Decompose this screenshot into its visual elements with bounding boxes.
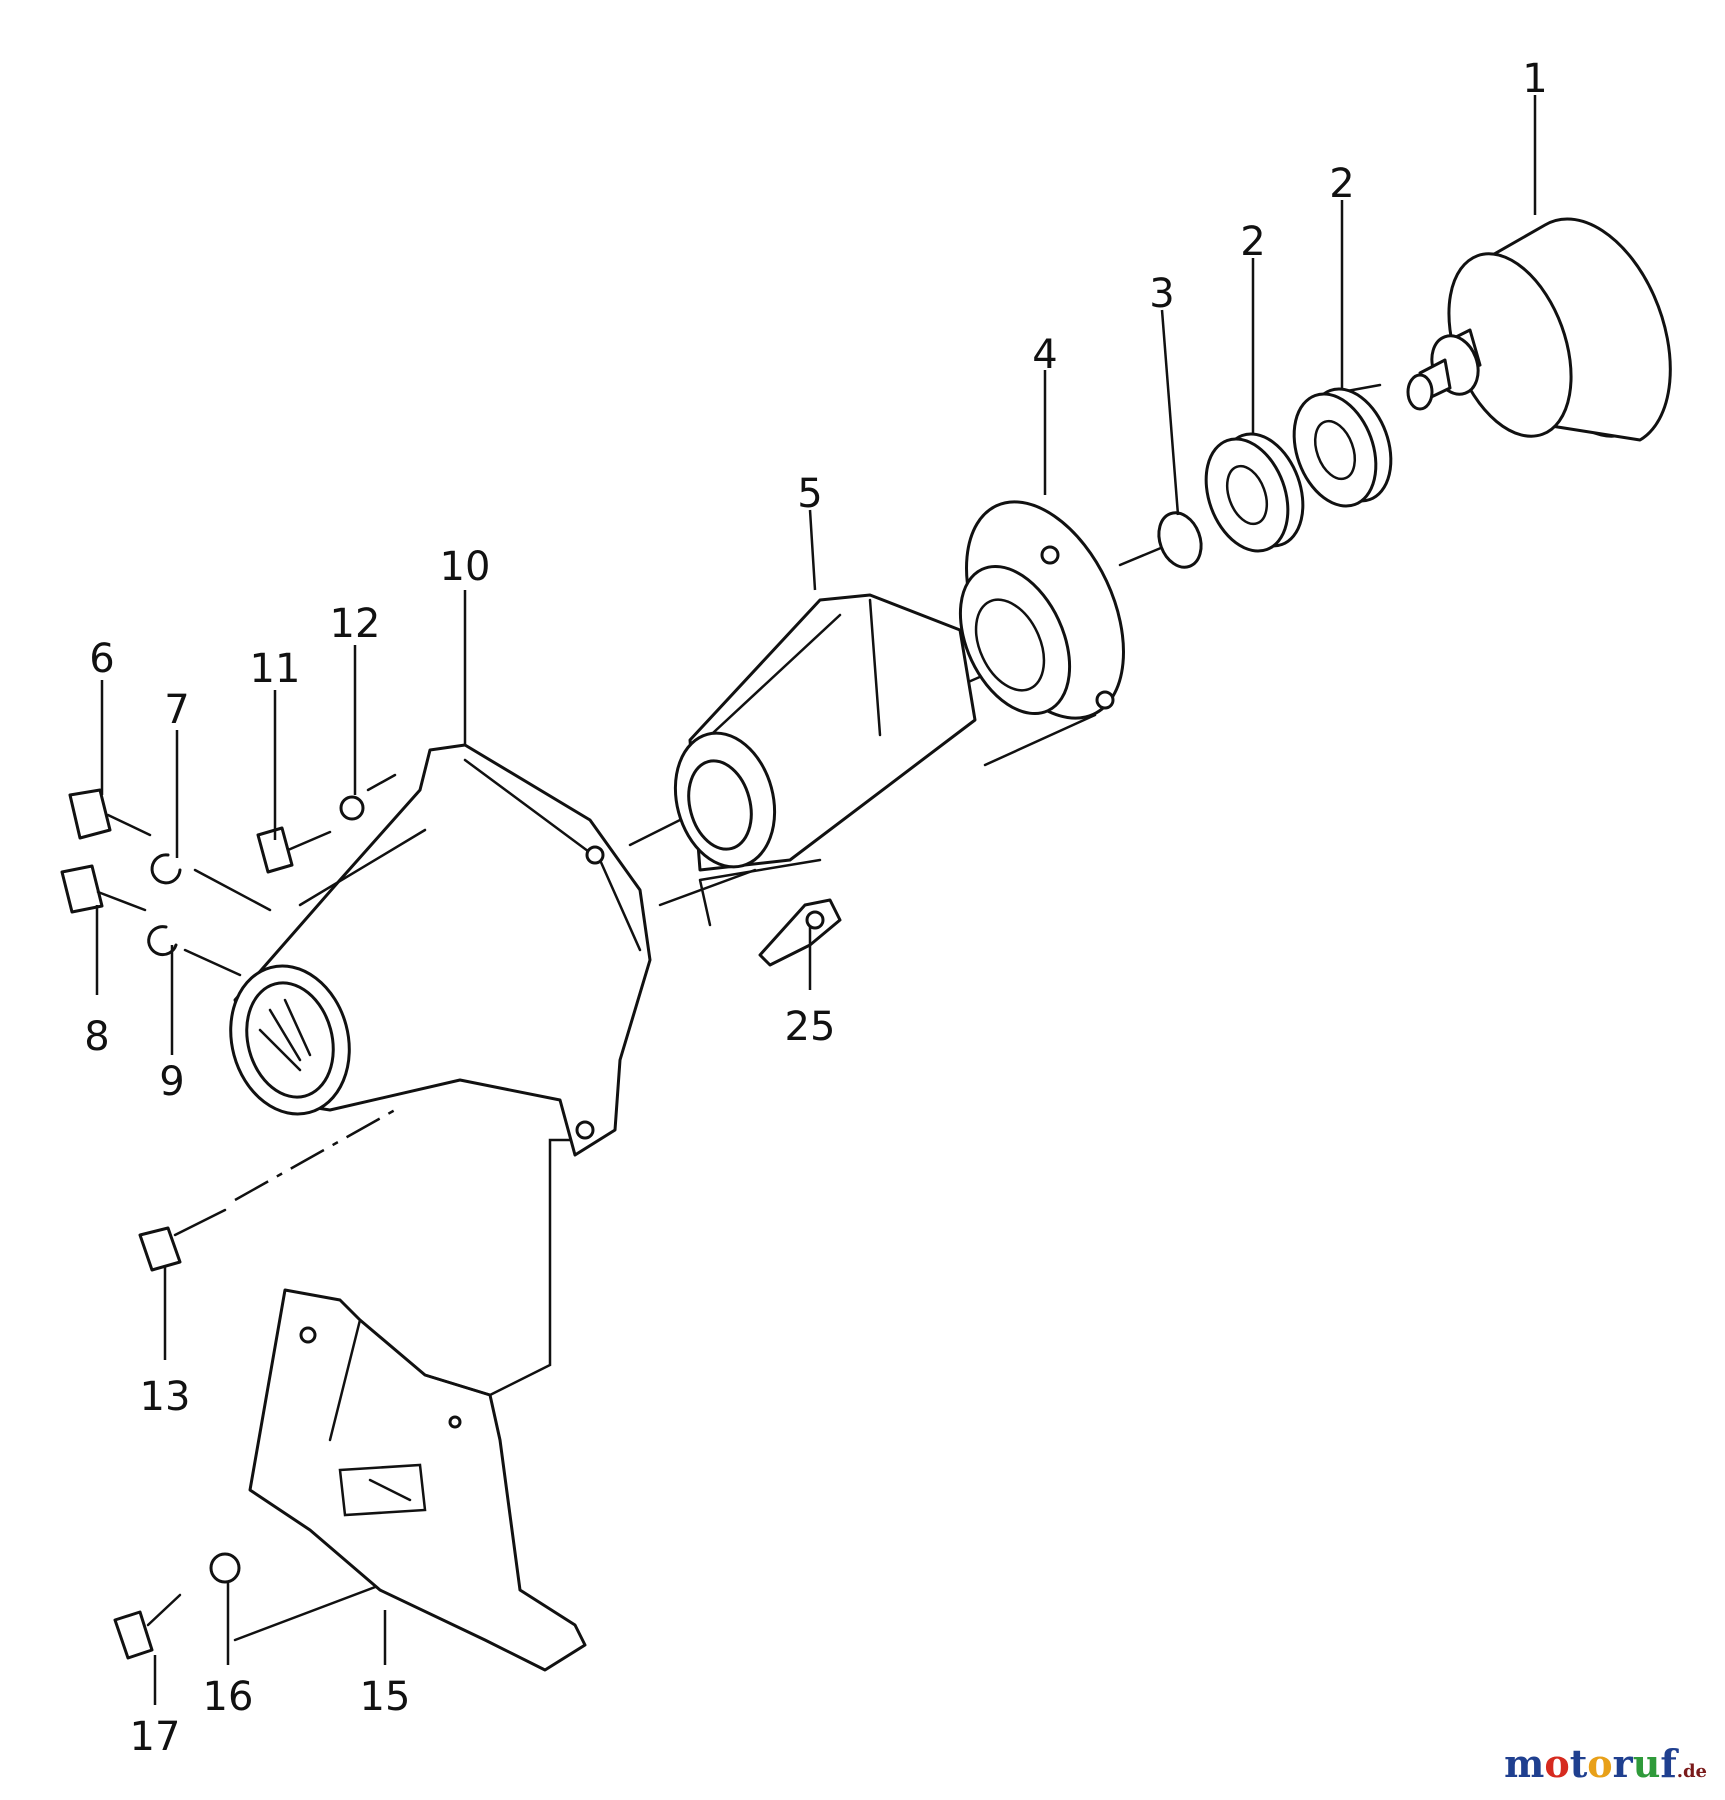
- wm-suffix: .de: [1676, 1761, 1707, 1782]
- part-bolt-8: [60, 864, 147, 914]
- part-bracket-clip: [758, 898, 842, 967]
- callout-3: 3: [1149, 271, 1174, 317]
- callout-6: 6: [89, 636, 114, 682]
- wm-m: m: [1504, 1741, 1545, 1786]
- part-snap-ring: [1157, 511, 1203, 569]
- part-bolt-17: [113, 1593, 182, 1660]
- wm-f: f: [1660, 1741, 1677, 1786]
- callout-16: 16: [203, 1674, 254, 1720]
- callout-5: 5: [797, 471, 822, 517]
- part-washer-12: [339, 795, 365, 821]
- callout-2b: 2: [1240, 219, 1265, 265]
- callout-4: 4: [1032, 332, 1057, 378]
- wm-t: t: [1569, 1741, 1588, 1786]
- part-bolt-11: [256, 826, 332, 874]
- part-gear-housing: [229, 743, 652, 1157]
- wm-u: u: [1632, 1741, 1661, 1786]
- wm-r: r: [1612, 1741, 1633, 1786]
- callout-9: 9: [159, 1059, 184, 1105]
- callout-1: 1: [1522, 56, 1547, 102]
- callout-15: 15: [360, 1674, 411, 1720]
- part-bolt-13: [138, 1208, 227, 1272]
- callout-11: 11: [250, 646, 301, 692]
- part-flange-plate: [958, 500, 1125, 720]
- callout-7: 7: [164, 687, 189, 733]
- callout-17: 17: [130, 1714, 181, 1760]
- part-clutch-drum: [1406, 217, 1672, 442]
- callout-25: 25: [785, 1004, 836, 1050]
- part-cone-housing: [673, 593, 977, 872]
- callout-2a: 2: [1329, 161, 1354, 207]
- callout-12: 12: [330, 601, 381, 647]
- callout-13: 13: [140, 1374, 191, 1420]
- wm-o2: o: [1587, 1741, 1613, 1786]
- part-washer-16: [209, 1552, 241, 1584]
- wm-o1: o: [1544, 1741, 1570, 1786]
- part-bearing-outer: [1292, 387, 1393, 508]
- part-shield-bracket: [248, 1288, 587, 1672]
- part-washer-7: [150, 853, 182, 885]
- callout-labels: 1 2 2 3 4 5 10 12 11 7 6 8 9 25 13 16 15…: [84, 56, 1547, 1760]
- part-bolt-6: [68, 788, 152, 840]
- callout-8: 8: [84, 1014, 109, 1060]
- part-bearing-inner: [1204, 432, 1305, 553]
- callout-leaders: [95, 95, 1537, 1705]
- callout-10: 10: [440, 544, 491, 590]
- motoruf-watermark: motoruf.de: [1504, 1741, 1707, 1786]
